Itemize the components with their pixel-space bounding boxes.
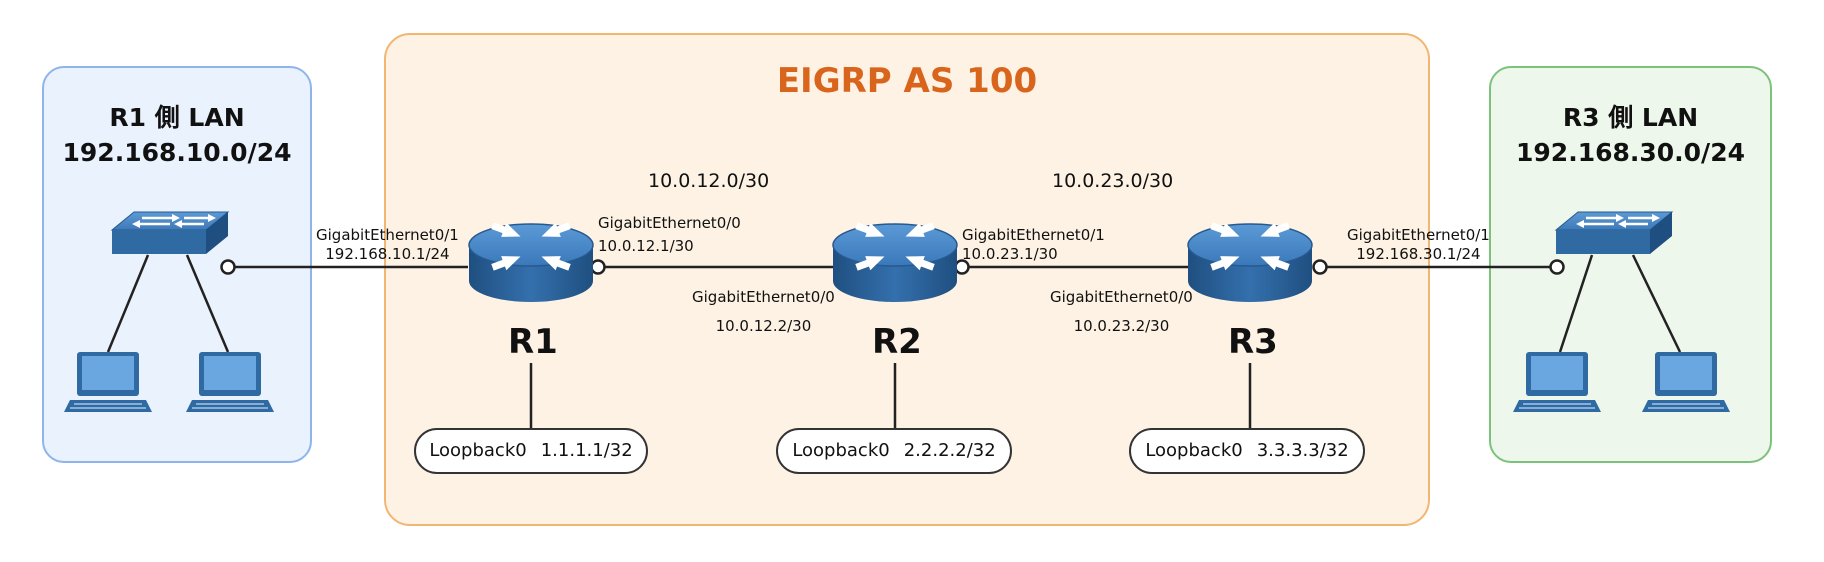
router-icon: [832, 217, 958, 303]
router-name-r1: R1: [508, 322, 558, 362]
right-lan-title: R3 側 LAN: [1562, 103, 1699, 132]
port-r1-g00: [590, 259, 606, 275]
left-lan-title: R1 側 LAN: [109, 103, 245, 132]
router-icon: [468, 217, 594, 303]
left-lan-subnet: 192.168.10.0/24: [62, 138, 292, 167]
loopback-label: Loopback0: [1145, 440, 1243, 461]
loopback-r3: Loopback0 3.3.3.3/32: [1129, 428, 1365, 474]
loopback-r1: Loopback0 1.1.1.1/32: [414, 428, 648, 474]
pc-icon: [63, 351, 153, 413]
right-lan-subnet: 192.168.30.0/24: [1516, 138, 1745, 167]
loopback-label: Loopback0: [429, 440, 527, 461]
switch-icon: [1554, 210, 1674, 256]
pc-icon: [1512, 351, 1602, 413]
left-lan-area: R1 側 LAN 192.168.10.0/24: [42, 66, 312, 463]
router-name-r2: R2: [872, 322, 922, 362]
router-icon: [1187, 217, 1313, 303]
loopback-ip: 2.2.2.2/32: [903, 440, 996, 461]
pc-icon: [1641, 351, 1731, 413]
loopback-ip: 1.1.1.1/32: [540, 440, 633, 461]
loopback-r2: Loopback0 2.2.2.2/32: [776, 428, 1012, 474]
port-lan3-switch: [1549, 259, 1565, 275]
loopback-ip: 3.3.3.3/32: [1256, 440, 1349, 461]
right-lan-area: R3 側 LAN 192.168.30.0/24: [1489, 66, 1772, 463]
loopback-label: Loopback0: [792, 440, 890, 461]
pc-icon: [185, 351, 275, 413]
port-lan1-switch: [220, 259, 236, 275]
port-r3-g01: [1312, 259, 1328, 275]
as-title: EIGRP AS 100: [776, 61, 1038, 101]
subnet-r2-r3: 10.0.23.0/30: [1052, 170, 1174, 192]
router-name-r3: R3: [1228, 322, 1278, 362]
subnet-r1-r2: 10.0.12.0/30: [648, 170, 770, 192]
switch-icon: [110, 210, 230, 256]
